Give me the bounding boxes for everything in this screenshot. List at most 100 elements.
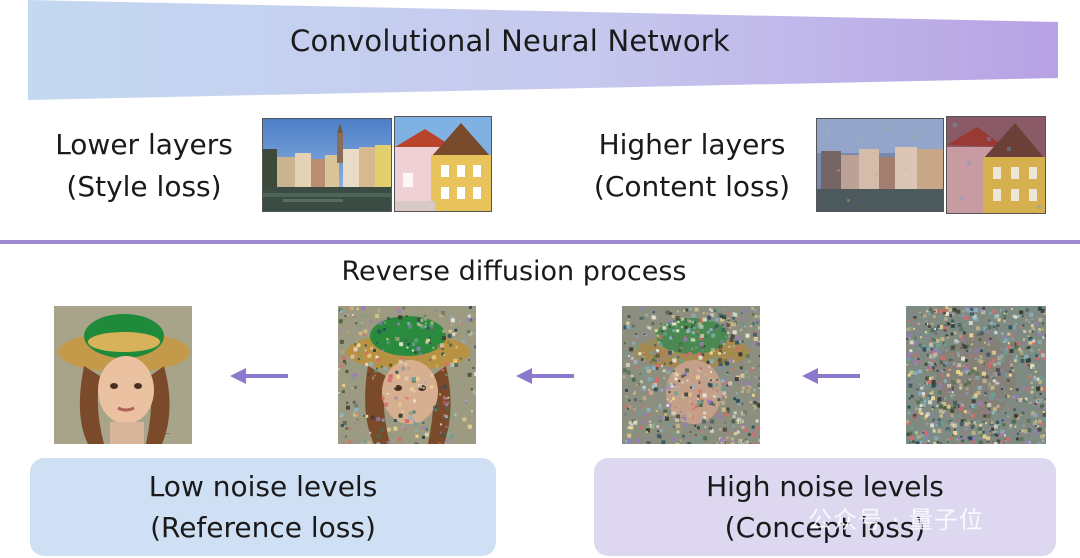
noise-speckle [936,404,939,407]
noise-speckle [1007,345,1011,349]
noise-speckle [751,306,755,310]
noise-speckle [989,430,992,433]
noise-speckle [1018,398,1023,402]
noise-speckle [672,370,675,373]
noise-speckle [920,412,924,415]
noise-speckle [435,364,439,368]
noise-speckle [344,315,347,317]
noise-speckle [693,438,698,443]
noise-speckle [1019,351,1024,356]
noise-speckle [657,430,659,433]
noise-speckle [926,354,929,357]
noise-speckle [1014,414,1017,417]
noise-speckle [405,413,408,416]
noise-speckle [923,385,925,388]
noise-speckle [950,406,955,411]
noise-speckle [953,423,958,428]
noise-speckle [345,369,349,373]
noise-speckle [755,419,759,423]
noise-speckle [654,363,659,368]
noise-speckle [715,318,719,322]
noise-speckle [1034,424,1037,427]
noise-speckle [980,405,984,409]
noise-speckle [1017,314,1021,318]
noise-speckle [1003,434,1006,437]
noise-speckle [1007,394,1011,398]
noise-speckle [339,363,344,368]
noise-speckle [921,442,926,444]
noise-speckle [736,392,739,395]
noise-speckle [709,318,713,323]
noise-speckle [363,329,368,334]
noise-speckle [1011,419,1016,424]
noise-speckle [924,332,929,337]
noise-speckle [936,374,939,377]
noise-speckle [642,396,647,401]
noise-speckle [737,381,741,385]
noise-speckle [672,425,675,428]
noise-speckle [949,413,953,417]
noise-speckle [372,376,374,379]
noise-speckle [623,342,626,345]
noise-speckle [678,385,681,388]
noise-speckle [699,324,704,329]
noise-speckle [961,343,964,346]
noise-speckle [376,442,381,444]
noise-speckle [658,419,662,423]
noise-speckle [707,380,710,382]
noise-speckle [1035,354,1039,358]
noise-speckle [726,371,729,374]
noise-speckle [947,386,951,390]
noise-speckle [993,372,996,376]
noise-speckle [453,358,458,363]
noise-speckle [930,347,934,351]
low-noise-panel: Low noise levels (Reference loss) [30,458,496,556]
noise-speckle [916,388,919,391]
noise-speckle [377,329,382,334]
noise-speckle [922,347,927,352]
noise-speckle [930,423,935,428]
noise-speckle [678,342,683,347]
noise-speckle [973,427,976,430]
noise-speckle [700,334,705,338]
noise-speckle [953,404,957,408]
noise-speckle [991,427,995,431]
noise-speckle [727,317,730,320]
noise-speckle [1030,426,1033,429]
noise-speckle [971,413,976,418]
noise-speckle [386,440,390,444]
noise-speckle [943,329,947,332]
noise-speckle [956,309,961,314]
noise-speckle [388,374,393,379]
noise-speckle [950,396,954,399]
noise-speckle [931,406,935,410]
noise-speckle [439,387,442,390]
noise-speckle [676,329,680,333]
noise-speckle [705,319,708,322]
noise-speckle [952,362,956,366]
noise-speckle [1041,328,1044,331]
noise-speckle [345,344,349,348]
noise-speckle [916,438,919,441]
noise-speckle [931,396,935,401]
noise-speckle [953,340,958,345]
noise-speckle [1030,411,1035,416]
noise-speckle [947,307,952,312]
noise-speckle [635,333,638,336]
noise-speckle [1040,350,1044,354]
noise-speckle [450,315,455,320]
noise-speckle [932,429,936,433]
noise-speckle [724,396,727,399]
noise-speckle [726,373,729,376]
noise-speckle [932,348,937,353]
noise-speckle [674,386,677,388]
noise-speckle [396,374,401,379]
noise-speckle [442,336,446,341]
noise-speckle [928,307,933,311]
noise-speckle [726,384,729,387]
noise-speckle [358,355,362,359]
noise-speckle [454,330,458,334]
noise-speckle [376,417,381,422]
noise-speckle [947,384,952,389]
noise-speckle [666,385,671,390]
